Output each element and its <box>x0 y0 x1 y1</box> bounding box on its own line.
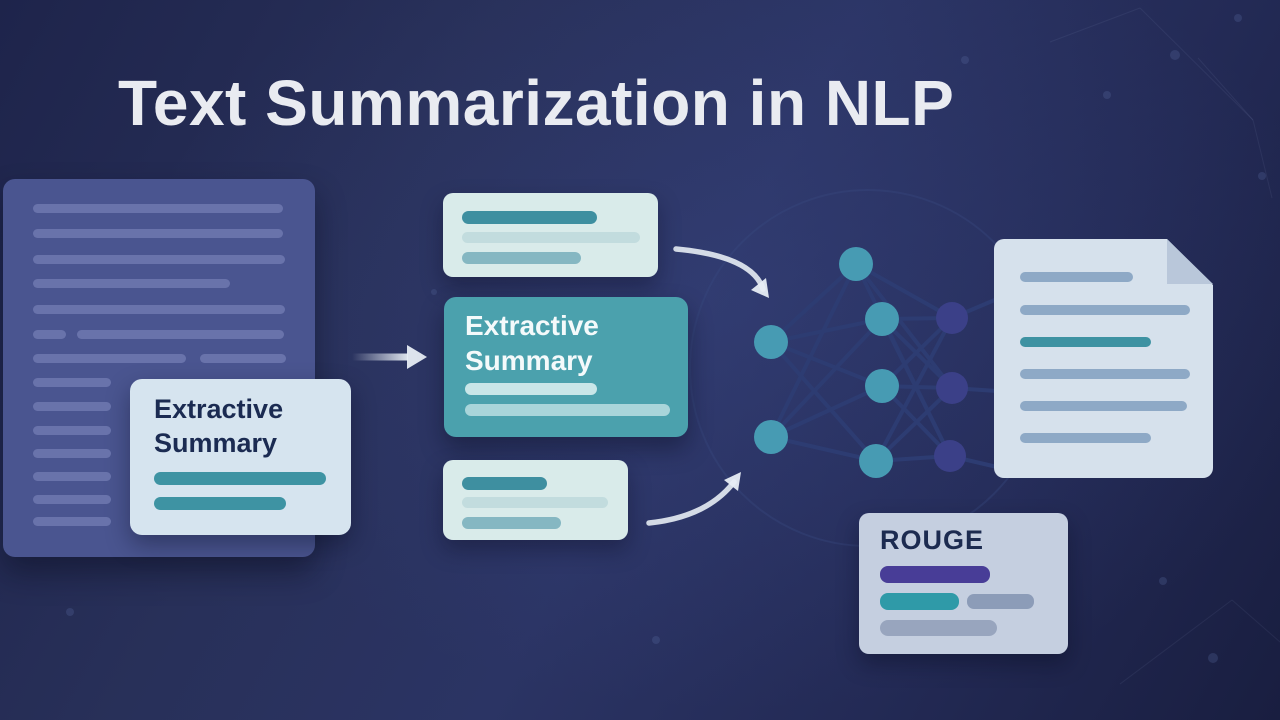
text-line-bar <box>33 426 111 435</box>
text-line-bar <box>200 354 286 363</box>
decor-line <box>1252 119 1273 199</box>
network-node <box>934 440 966 472</box>
network-node <box>859 444 893 478</box>
decor-dot <box>1234 14 1242 22</box>
curved-arrow <box>673 246 766 292</box>
decor-dot <box>66 608 74 616</box>
text-line-bar <box>462 252 581 264</box>
decor-line <box>1139 7 1254 121</box>
decor-dot <box>1103 91 1111 99</box>
text-line-bar <box>33 354 186 363</box>
rouge-label: ROUGE <box>880 525 985 555</box>
network-edge <box>874 317 954 462</box>
decor-line <box>1049 7 1141 43</box>
network-edge <box>854 262 954 390</box>
network-edge <box>770 435 877 463</box>
text-line-bar <box>1020 433 1151 443</box>
decor-dot <box>1258 172 1266 180</box>
text-line-bar <box>33 495 111 504</box>
text-line-bar <box>33 449 111 458</box>
network-node <box>865 369 899 403</box>
decor-arc <box>689 189 1047 547</box>
decor-line <box>1119 599 1233 685</box>
text-line-bar <box>33 305 285 314</box>
straight-arrow-head <box>407 345 427 369</box>
text-line-bar <box>462 517 561 529</box>
decor-dot <box>1170 50 1180 60</box>
network-edge <box>855 262 953 320</box>
text-line-bar <box>154 497 286 510</box>
text-line-bar <box>33 204 283 213</box>
text-line-bar <box>462 477 547 490</box>
text-line-bar <box>462 232 640 243</box>
network-edge <box>770 317 883 344</box>
extractive-summary-label-left: Extractive Summary <box>154 394 284 458</box>
network-edge <box>769 317 884 439</box>
text-line-bar <box>880 566 990 583</box>
decor-line <box>1231 599 1280 643</box>
text-line-bar <box>1020 305 1190 315</box>
curved-arrow-head <box>724 472 741 491</box>
text-line-bar <box>154 472 326 485</box>
text-line-bar <box>33 255 285 264</box>
decor-dot <box>652 636 660 644</box>
network-edge <box>769 262 858 344</box>
network-node <box>754 325 788 359</box>
text-line-bar <box>880 620 997 636</box>
network-node <box>754 420 788 454</box>
text-line-bar <box>33 472 111 481</box>
decor-dot <box>961 56 969 64</box>
curved-arrow <box>646 479 737 526</box>
network-edge <box>769 340 878 463</box>
text-line-bar <box>33 330 66 339</box>
text-line-bar <box>967 594 1034 609</box>
text-line-bar <box>880 593 959 610</box>
text-line-bar <box>1020 401 1187 411</box>
network-edge <box>770 384 883 439</box>
text-line-bar <box>462 211 597 224</box>
network-node <box>865 302 899 336</box>
text-line-bar <box>33 279 230 288</box>
text-line-bar <box>465 383 597 395</box>
page-title: Text Summarization in NLP <box>118 67 955 139</box>
text-line-bar <box>33 378 111 387</box>
network-node <box>839 247 873 281</box>
decor-dot <box>1208 653 1218 663</box>
curved-arrow-head <box>751 278 769 298</box>
network-node <box>936 372 968 404</box>
extractive-summary-label-middle: Extractive Summary <box>465 310 599 376</box>
network-edge <box>770 340 883 388</box>
decor-dot <box>1159 577 1167 585</box>
text-line-bar <box>465 404 670 416</box>
extractive-summary-card-middle: Extractive Summary <box>444 297 688 437</box>
network-edge <box>769 263 858 438</box>
text-line-bar <box>1020 272 1133 282</box>
text-line-bar <box>33 517 111 526</box>
decor-line <box>1197 57 1254 121</box>
decor-dot <box>431 289 437 295</box>
text-line-bar <box>1020 337 1151 347</box>
network-edge <box>874 386 954 463</box>
text-line-bar <box>77 330 284 339</box>
text-line-bar <box>1020 369 1190 379</box>
text-line-bar <box>33 229 283 238</box>
network-node <box>936 302 968 334</box>
text-line-bar <box>33 402 111 411</box>
extractive-summary-card-left: Extractive Summary <box>130 379 351 535</box>
text-line-bar <box>462 497 608 508</box>
